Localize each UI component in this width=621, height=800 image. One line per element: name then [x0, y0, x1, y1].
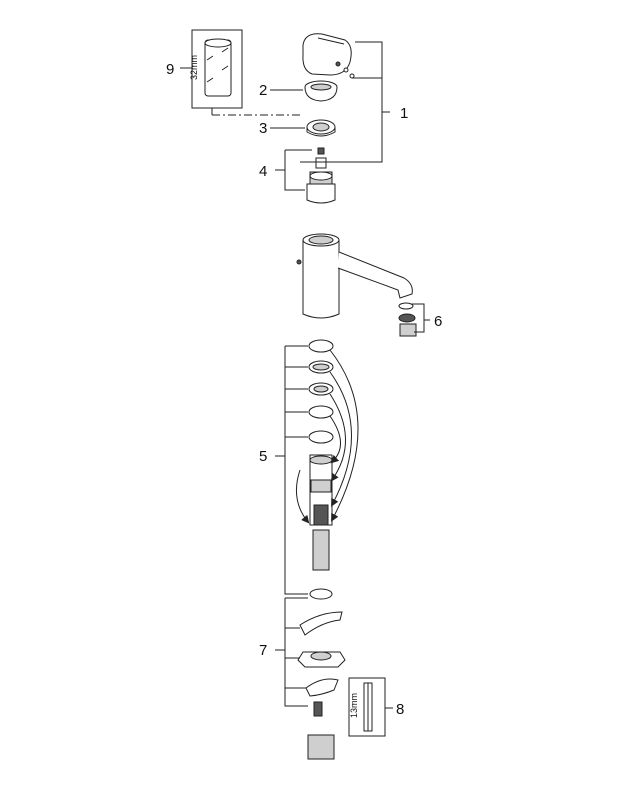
tool-8-dimension: 13mm	[349, 693, 359, 718]
part-1-handle	[302, 33, 355, 79]
part-3-ring	[306, 119, 336, 137]
tool-9-dimension: 32mm	[189, 55, 199, 80]
part-2-cap	[304, 80, 338, 102]
callout-7: 7	[259, 642, 267, 659]
callout-4-leader	[275, 149, 312, 191]
part-6-aerator	[398, 302, 430, 337]
part-7-mounting	[297, 611, 346, 760]
part-8-tool	[348, 677, 393, 737]
callout-2: 2	[259, 82, 267, 99]
callout-5-leader	[275, 345, 308, 595]
part-4-cartridge	[306, 147, 336, 204]
callout-4: 4	[259, 163, 267, 180]
callout-1: 1	[400, 105, 408, 122]
callout-8: 8	[396, 701, 404, 718]
part-5-washer	[309, 588, 333, 600]
callout-7-leader	[275, 597, 308, 707]
faucet-body	[296, 233, 413, 319]
part-5-seals	[308, 339, 334, 444]
callout-5: 5	[259, 448, 267, 465]
assembly-arrows	[295, 349, 359, 524]
part-9-tool	[191, 29, 300, 116]
callout-1-leader	[300, 41, 390, 163]
callout-3: 3	[259, 120, 267, 137]
callout-6: 6	[434, 313, 442, 330]
callout-9: 9	[166, 61, 174, 78]
part-5-shank	[309, 454, 333, 571]
